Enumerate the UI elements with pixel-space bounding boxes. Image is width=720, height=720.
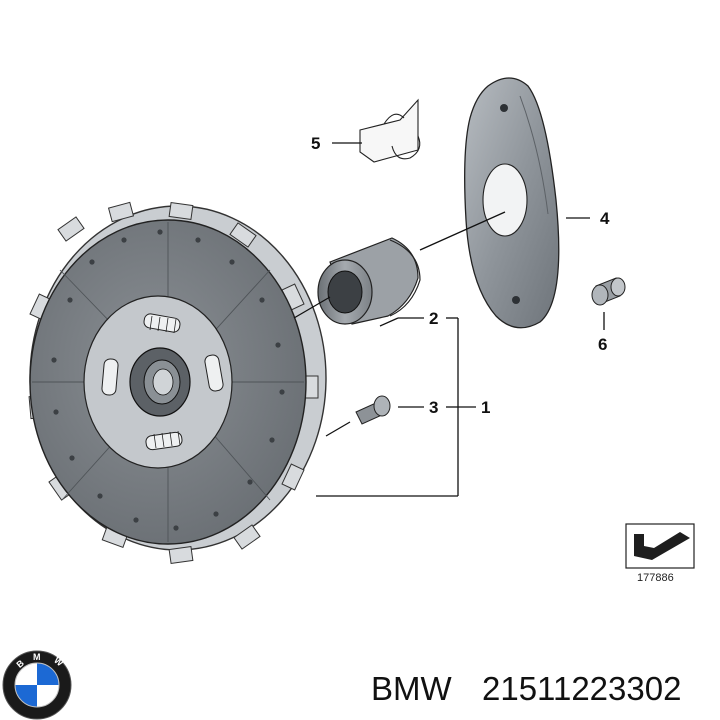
callout-4: 4 xyxy=(600,209,610,228)
callout-6: 6 xyxy=(598,335,607,354)
logo-letter-b: B xyxy=(14,658,26,670)
release-bearing-icon xyxy=(317,237,421,325)
logo-letter-m: M xyxy=(33,652,41,662)
callout-2: 2 xyxy=(429,309,438,328)
bmw-roundel-logo: B M W xyxy=(2,650,72,720)
caption-brand: BMW xyxy=(371,670,453,707)
release-lever-icon xyxy=(464,77,560,329)
callout-3: 3 xyxy=(429,398,438,417)
spring-clip-icon xyxy=(359,98,421,163)
bolt-icon xyxy=(355,395,391,425)
view-direction-icon xyxy=(625,523,695,569)
clutch-disc-icon xyxy=(28,201,327,565)
callout-5: 5 xyxy=(311,134,320,153)
leader-lines xyxy=(293,142,605,497)
caption-part-number: 21511223302 xyxy=(482,670,681,707)
pivot-pin-icon xyxy=(591,277,626,306)
reference-number: 177886 xyxy=(637,572,674,584)
callout-1: 1 xyxy=(481,398,490,417)
